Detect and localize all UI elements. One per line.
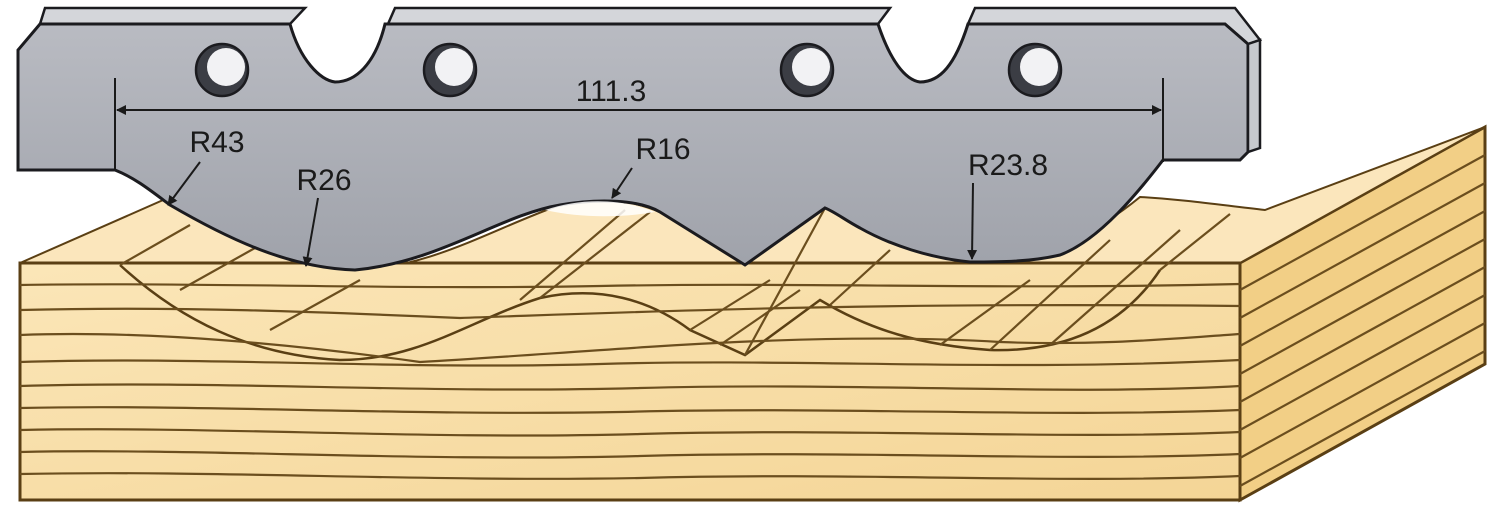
hole-icon [422,42,478,98]
radius-leader-r16 [611,167,633,199]
width-dimension-label: 111.3 [576,75,647,108]
radius-label-r16: R16 [635,133,690,166]
wood-profile-cut [119,264,1162,362]
radius-leader-r26 [302,197,319,267]
hole-icon [1007,42,1063,98]
knife-edge-highlight [545,201,655,217]
mounting-holes [194,42,1063,98]
knife-body [16,22,1250,272]
radius-label-r23-8: R23.8 [968,149,1048,182]
knife [16,6,1263,272]
dimension-annotations: 111.3 R43 R26 R16 R23.8 [114,75,1164,267]
hole-icon [779,42,835,98]
hole-icon [194,42,250,98]
radius-label-r26: R26 [296,164,351,197]
wood-front-face [18,261,1242,502]
knife-side-face [1246,38,1262,154]
front-grain-lines [19,282,1241,480]
radius-leader-r23-8 [967,182,978,260]
radius-leader-r43 [167,161,201,206]
profile-grain-lines [119,207,1231,356]
end-grain-lines [1239,154,1486,487]
wood-block [18,124,1487,503]
radius-label-r43: R43 [189,126,244,159]
